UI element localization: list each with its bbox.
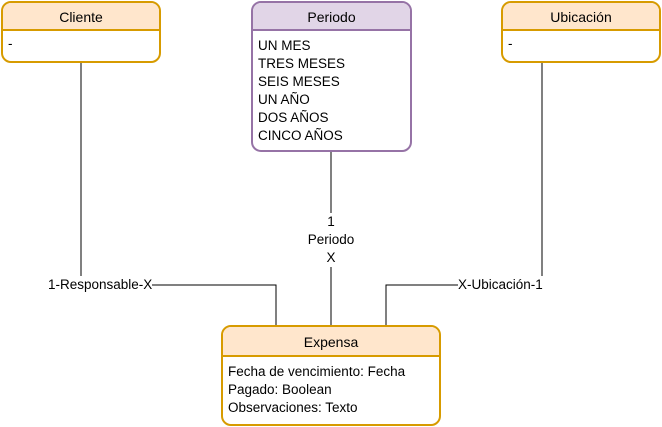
attribute: CINCO AÑOS bbox=[258, 128, 343, 143]
attribute: - bbox=[508, 36, 513, 51]
entity-expensa[interactable]: Expensa Fecha de vencimiento: Fecha Paga… bbox=[221, 325, 441, 426]
relation-label-cliente-expensa: 1-Responsable-X bbox=[48, 276, 153, 294]
entity-cliente-attributes: - bbox=[3, 31, 159, 53]
attribute: SEIS MESES bbox=[258, 74, 340, 89]
entity-expensa-attributes: Fecha de vencimiento: Fecha Pagado: Bool… bbox=[223, 357, 439, 417]
attribute: UN MES bbox=[258, 38, 311, 53]
entity-expensa-title: Expensa bbox=[223, 327, 439, 357]
entity-ubicacion-attributes: - bbox=[503, 31, 659, 53]
entity-periodo[interactable]: Periodo UN MES TRES MESES SEIS MESES UN … bbox=[251, 1, 412, 152]
relation-name: Periodo bbox=[307, 232, 355, 247]
relation-label-ubicacion-expensa: X-Ubicación-1 bbox=[458, 276, 543, 294]
entity-ubicacion-title: Ubicación bbox=[503, 3, 659, 31]
attribute: Pagado: Boolean bbox=[228, 382, 332, 397]
relation-cardinality-bottom: X bbox=[326, 250, 336, 265]
cliente-expensa-connector[interactable] bbox=[80, 61, 277, 326]
entity-periodo-attributes: UN MES TRES MESES SEIS MESES UN AÑO DOS … bbox=[253, 31, 410, 145]
attribute: Observaciones: Texto bbox=[228, 400, 358, 415]
entity-ubicacion[interactable]: Ubicación - bbox=[501, 1, 661, 63]
attribute: TRES MESES bbox=[258, 56, 346, 71]
attribute: - bbox=[8, 36, 13, 51]
attribute: Fecha de vencimiento: Fecha bbox=[228, 364, 406, 379]
entity-cliente[interactable]: Cliente - bbox=[1, 1, 161, 63]
entity-cliente-title: Cliente bbox=[3, 3, 159, 31]
attribute: UN AÑO bbox=[258, 92, 310, 107]
attribute: DOS AÑOS bbox=[258, 110, 329, 125]
relation-label-periodo-expensa: 1 Periodo X bbox=[301, 213, 361, 267]
entity-periodo-title: Periodo bbox=[253, 3, 410, 31]
relation-cardinality-top: 1 bbox=[327, 214, 335, 229]
